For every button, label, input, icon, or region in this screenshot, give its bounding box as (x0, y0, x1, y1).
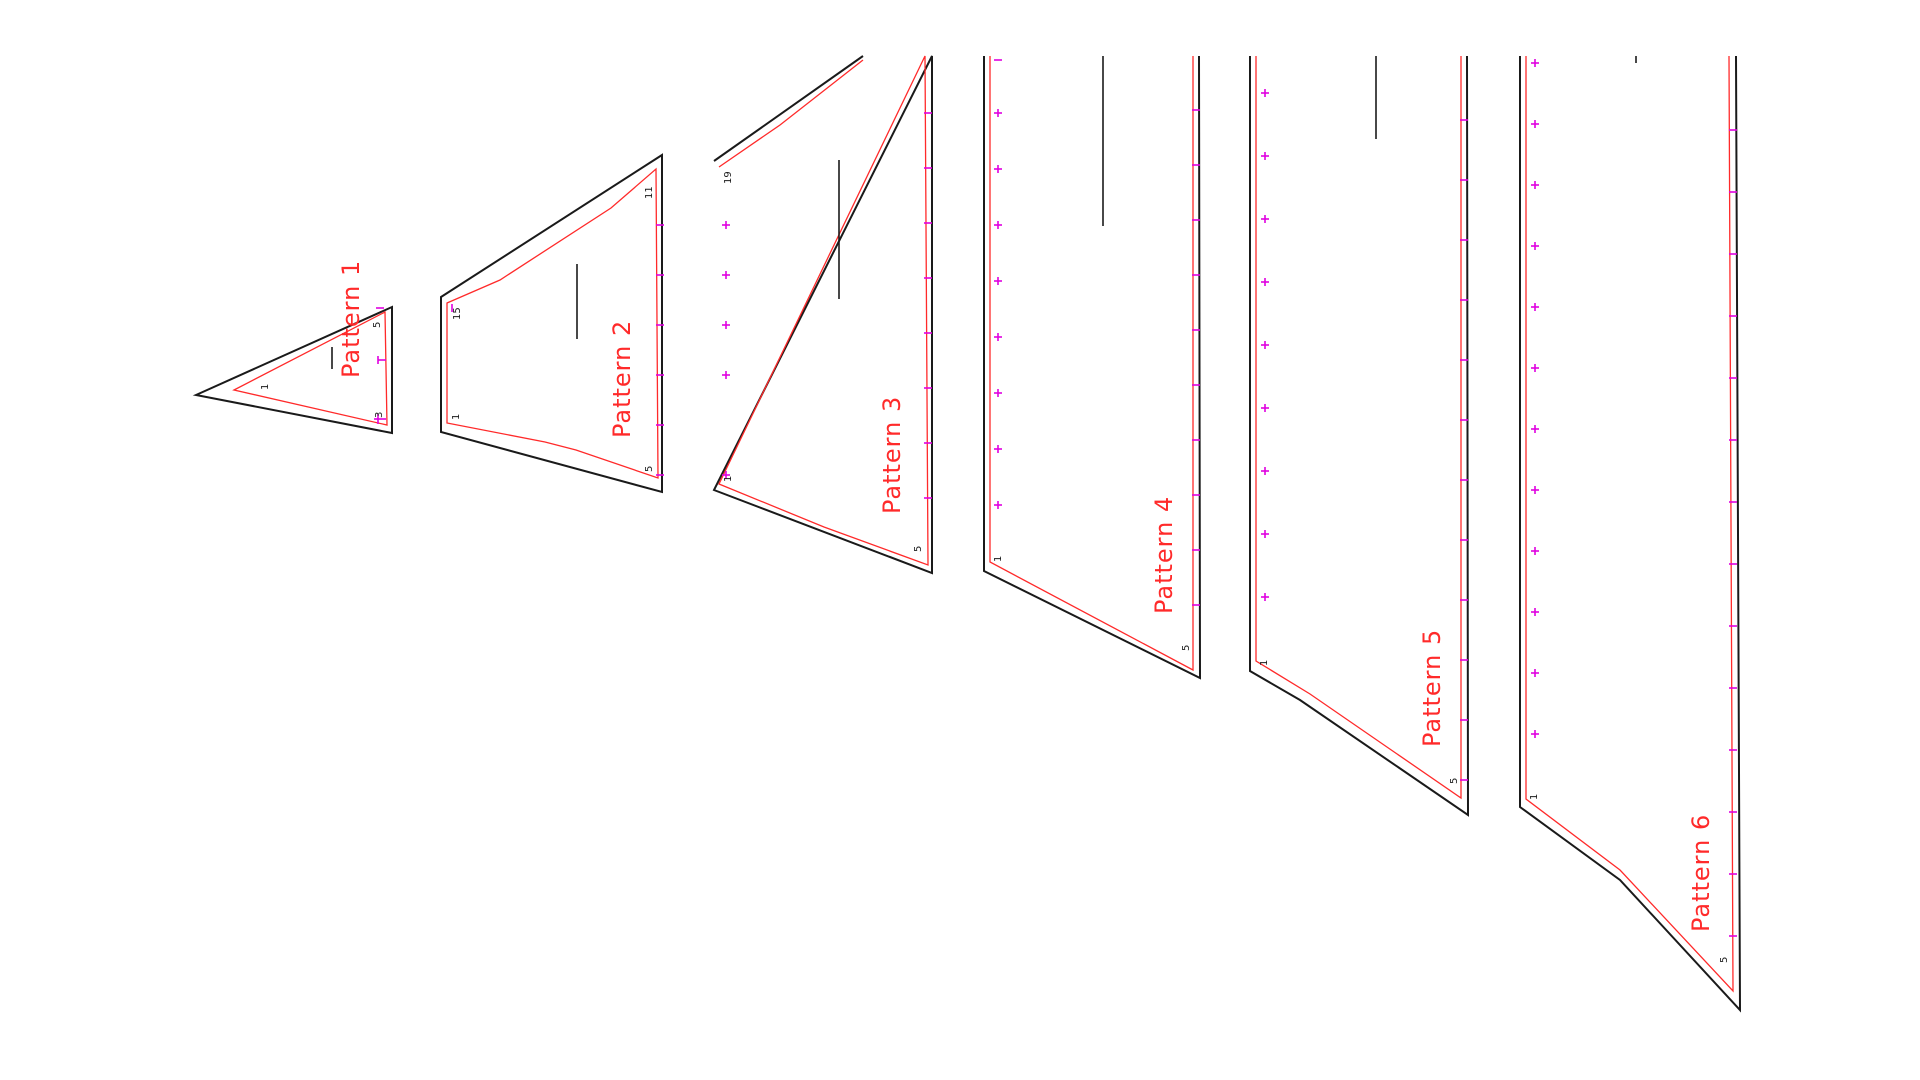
pattern-5-notches (1261, 89, 1468, 781)
pattern-4-point-1: 1 (993, 556, 1004, 562)
pattern-3-seam-line (718, 55, 929, 566)
pattern-2-notches (451, 224, 664, 476)
pattern-3-cut-outline (712, 55, 933, 575)
pattern-2-point-5: 5 (644, 466, 655, 472)
pattern-2-cut-outline (440, 153, 663, 494)
pattern-5-point-1: 1 (1259, 660, 1270, 666)
pattern-6-notches (1531, 59, 1737, 937)
pattern-5-cut-outline (1249, 55, 1470, 817)
pattern-2-seam-line (446, 167, 659, 479)
pattern-1-seam-line (232, 310, 388, 426)
pattern-5-seam-line (1255, 56, 1462, 800)
pattern-1-notches (374, 307, 386, 424)
pattern-1-point-3: 3 (374, 412, 385, 418)
pattern-6-cut-outline (1519, 55, 1742, 1013)
pattern-piece-1[interactable]: Pattern 1 1 3 5 (192, 260, 393, 435)
pattern-piece-6[interactable]: Pattern 6 1 5 (1519, 55, 1742, 1013)
pattern-6-point-1: 1 (1529, 794, 1540, 800)
pattern-6-point-5: 5 (1719, 957, 1730, 963)
pattern-5-label: Pattern 5 (1418, 629, 1446, 747)
pattern-2-point-11: 11 (644, 186, 655, 199)
pattern-3-point-19: 19 (723, 171, 734, 184)
pattern-piece-5[interactable]: Pattern 5 1 5 (1249, 55, 1470, 817)
pattern-piece-2[interactable]: Pattern 2 1 5 11 15 (440, 153, 664, 494)
pattern-4-label: Pattern 4 (1150, 496, 1178, 614)
pattern-4-notches (994, 59, 1200, 606)
pattern-6-seam-line (1525, 55, 1734, 993)
pattern-4-point-5: 5 (1181, 645, 1192, 651)
pattern-1-label: Pattern 1 (337, 260, 365, 378)
pattern-4-seam-line (989, 56, 1194, 672)
pattern-6-label: Pattern 6 (1687, 814, 1715, 932)
pattern-1-point-5: 5 (372, 322, 383, 328)
pattern-4-cut-outline (983, 55, 1202, 680)
pattern-1-point-1: 1 (260, 384, 271, 390)
pattern-2-point-15: 15 (452, 307, 463, 320)
pattern-1-cut-outline (192, 305, 393, 435)
pattern-piece-4[interactable]: Pattern 4 1 5 (983, 55, 1202, 680)
pattern-5-point-5: 5 (1449, 778, 1460, 784)
pattern-3-point-1: 1 (723, 476, 734, 482)
pattern-piece-3[interactable]: Pattern 3 1 5 19 (712, 55, 933, 575)
pattern-3-label: Pattern 3 (878, 396, 906, 514)
pattern-2-point-1: 1 (451, 414, 462, 420)
pattern-2-label: Pattern 2 (608, 320, 636, 438)
pattern-3-notches (722, 112, 932, 499)
pattern-3-point-5: 5 (913, 546, 924, 552)
